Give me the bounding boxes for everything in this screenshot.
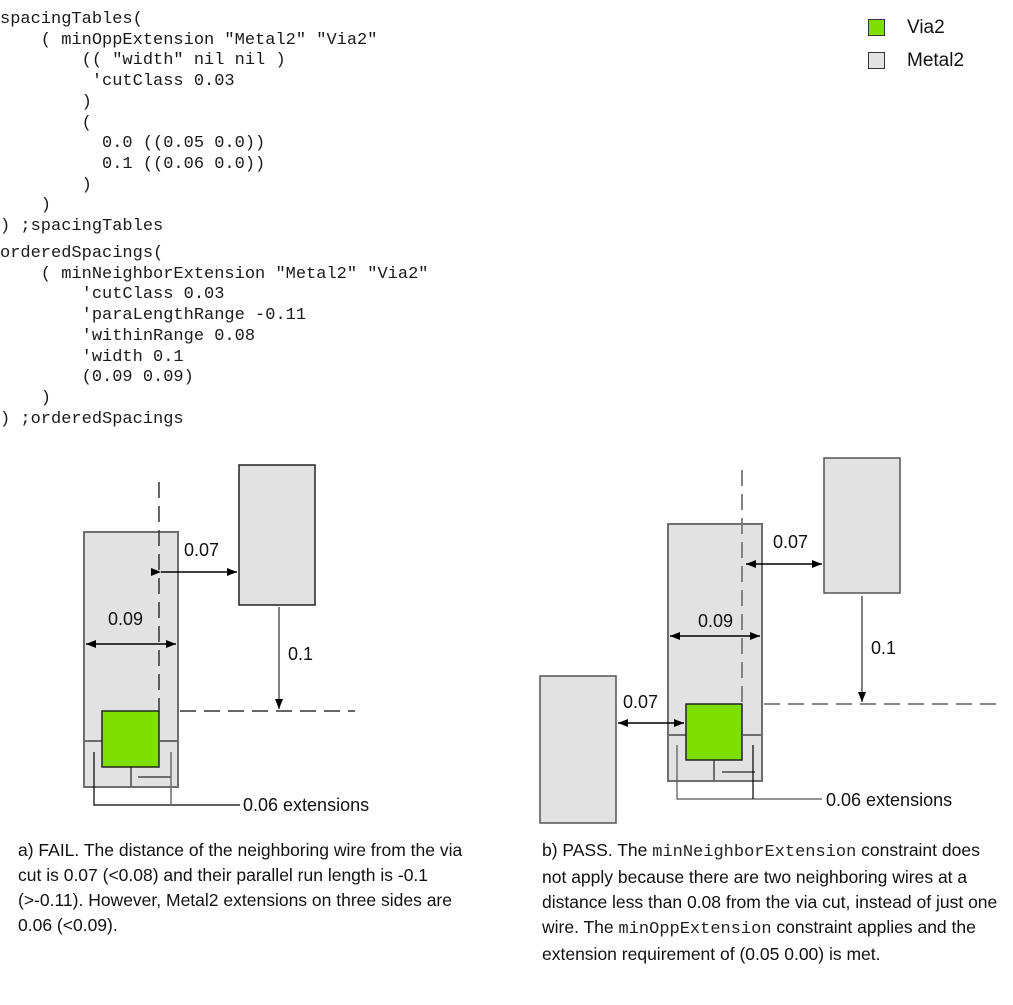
legend-item-metal2: Metal2 [868,45,964,76]
extensions-label: 0.06 extensions [826,790,952,810]
spacing-right-label: 0.07 [773,532,808,552]
width-label: 0.09 [698,611,733,631]
width-label: 0.09 [108,609,143,629]
legend-label: Via2 [907,16,945,38]
spacing-label: 0.07 [184,540,219,560]
extension-marks [668,734,762,781]
legend-label: Metal2 [907,49,965,71]
caption-b-code-2: minOppExtension [618,920,772,939]
ordered-spacings-code: orderedSpacings( ( minNeighborExtension … [0,244,429,429]
para-length-label: 0.1 [288,644,313,664]
caption-b-prefix: b) PASS. The [542,840,653,860]
legend: Via2 Metal2 [868,12,964,78]
para-length-label: 0.1 [871,638,896,658]
via2-cut [685,703,743,761]
caption-b-suffix: constraint applies and the extension req… [542,917,976,964]
extension-leader [93,752,240,806]
metal2-wire-neighbor-right [823,457,901,594]
via2-cut [101,710,160,768]
extension-leader [676,745,822,800]
caption-a: a) FAIL. The distance of the neighboring… [18,840,463,935]
metal2-wire-neighbor-left [539,675,617,824]
via2-swatch-icon [868,19,885,36]
extensions-label: 0.06 extensions [243,795,369,815]
diagram-a: 0.07 0.09 0.1 0.06 extensions [83,464,369,815]
diagram-b: 0.07 0.07 0.09 0.1 0.06 extensions [539,457,998,824]
extension-marks [84,740,178,787]
spacing-left-label: 0.07 [623,692,658,712]
metal2-wire-neighbor [238,464,316,606]
legend-item-via2: Via2 [868,12,964,43]
caption-b-code-1: minNeighborExtension [652,843,857,862]
caption-b: b) PASS. The minNeighborExtension constr… [542,838,1002,967]
caption-b-middle: constraint does not apply because there … [542,840,998,937]
spacing-tables-code: spacingTables( ( minOppExtension "Metal2… [0,10,378,237]
metal2-swatch-icon [868,52,885,69]
